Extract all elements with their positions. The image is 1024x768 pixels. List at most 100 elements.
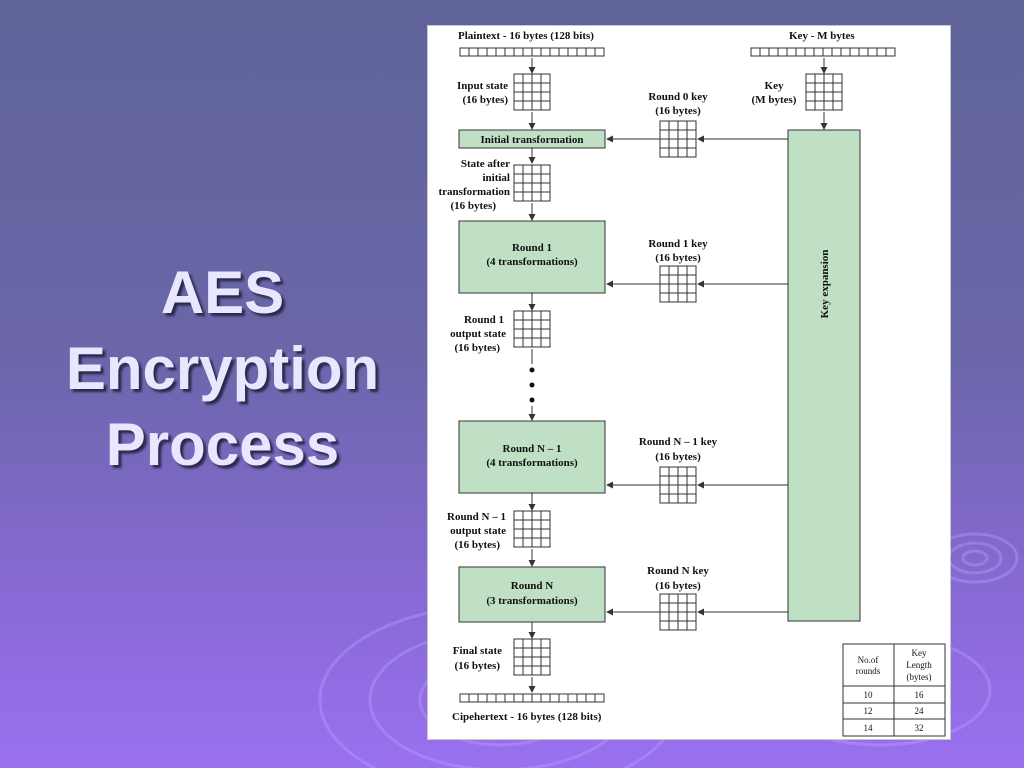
- state-byte-cell: [677, 274, 688, 285]
- state-byte-cell: [522, 191, 533, 202]
- state-byte-cell: [823, 73, 834, 84]
- key-expansion-label: Key expansion: [819, 250, 831, 319]
- state-byte-cell: [531, 528, 542, 539]
- state-byte-cell: [686, 292, 697, 303]
- plaintext-label: Plaintext - 16 bytes (128 bits): [458, 30, 594, 42]
- state-byte-cell: [513, 173, 524, 184]
- roundN-desc: (3 transformations): [486, 595, 578, 607]
- state-byte-cell: [513, 82, 524, 93]
- state-byte-cell: [659, 620, 670, 631]
- roundN1-desc: (4 transformations): [486, 457, 578, 469]
- byte-cell: [477, 47, 488, 57]
- state-byte-cell: [531, 91, 542, 102]
- state-byte-cell: [668, 129, 679, 140]
- key-expansion-box: [787, 129, 861, 622]
- state-after-initial-label: State after: [461, 158, 510, 170]
- state-byte-cell: [686, 138, 697, 149]
- state-byte-cell: [832, 91, 843, 102]
- state-byte-cell: [659, 283, 670, 294]
- state-byte-cell: [531, 191, 542, 202]
- state-byte-cell: [540, 328, 551, 339]
- state-byte-cell: [668, 274, 679, 285]
- state-byte-cell: [659, 138, 670, 149]
- byte-cell: [540, 693, 551, 703]
- input-state-grid: [513, 73, 551, 111]
- byte-cell: [504, 47, 515, 57]
- state-byte-cell: [677, 602, 688, 613]
- state-byte-cell: [540, 310, 551, 321]
- state-byte-cell: [522, 73, 533, 84]
- state-byte-cell: [531, 73, 542, 84]
- state-byte-cell: [686, 466, 697, 477]
- byte-cell: [558, 693, 569, 703]
- state-byte-cell: [668, 147, 679, 158]
- byte-cell: [831, 47, 842, 57]
- byte-cell: [549, 47, 560, 57]
- key-grid: [805, 73, 843, 111]
- state-byte-cell: [540, 91, 551, 102]
- title-line: Encryption: [65, 335, 380, 402]
- state-byte-cell: [540, 82, 551, 93]
- state-byte-cell: [531, 638, 542, 649]
- state-byte-cell: [540, 537, 551, 548]
- byte-cell: [531, 693, 542, 703]
- state-byte-cell: [677, 593, 688, 604]
- state-byte-cell: [659, 120, 670, 131]
- state-byte-cell: [522, 638, 533, 649]
- state-byte-cell: [677, 484, 688, 495]
- aes-diagram: Plaintext - 16 bytes (128 bits) Key - M …: [427, 25, 951, 740]
- roundN1-output-label: Round N – 1: [447, 511, 506, 523]
- byte-cell: [468, 693, 479, 703]
- state-byte-cell: [522, 164, 533, 175]
- state-byte-cell: [531, 537, 542, 548]
- ellipsis-dot: [529, 382, 535, 388]
- byte-cell: [876, 47, 887, 57]
- round0-key-size: (16 bytes): [655, 105, 701, 117]
- byte-cell: [522, 47, 533, 57]
- state-byte-cell: [659, 475, 670, 486]
- table-cell: 14: [864, 723, 874, 733]
- key-bytes: [750, 47, 896, 57]
- round0-key-label: Round 0 key: [648, 91, 708, 103]
- state-byte-cell: [513, 310, 524, 321]
- state-byte-cell: [540, 191, 551, 202]
- state-byte-cell: [686, 129, 697, 140]
- state-byte-cell: [522, 337, 533, 348]
- byte-cell: [768, 47, 779, 57]
- byte-cell: [513, 693, 524, 703]
- state-byte-cell: [522, 656, 533, 667]
- state-byte-cell: [513, 638, 524, 649]
- ciphertext-bytes: [459, 693, 605, 703]
- state-byte-cell: [540, 100, 551, 111]
- byte-cell: [795, 47, 806, 57]
- state-byte-cell: [540, 73, 551, 84]
- key-small-label: Key: [765, 80, 784, 92]
- state-byte-cell: [805, 73, 816, 84]
- roundN1-output-label-2: output state: [450, 525, 506, 537]
- state-byte-cell: [805, 100, 816, 111]
- state-byte-cell: [686, 147, 697, 158]
- roundN-key-size: (16 bytes): [655, 580, 701, 592]
- byte-cell: [804, 47, 815, 57]
- state-byte-cell: [513, 73, 524, 84]
- key-length-table: No.of rounds Key Length (bytes) 10 16 12…: [842, 643, 946, 737]
- state-byte-cell: [686, 120, 697, 131]
- state-byte-cell: [522, 319, 533, 330]
- state-byte-cell: [531, 100, 542, 111]
- round1-output-grid: [513, 310, 551, 348]
- input-state-label: Input state: [457, 80, 508, 92]
- state-byte-cell: [668, 265, 679, 276]
- state-after-initial-label-2: initial: [482, 172, 510, 184]
- roundN1-box: [458, 420, 606, 494]
- state-byte-cell: [531, 182, 542, 193]
- state-byte-cell: [686, 283, 697, 294]
- byte-cell: [786, 47, 797, 57]
- byte-cell: [777, 47, 788, 57]
- round1-key-grid: [659, 265, 697, 303]
- state-byte-cell: [686, 274, 697, 285]
- state-byte-cell: [686, 620, 697, 631]
- state-byte-cell: [540, 319, 551, 330]
- roundN-box: [458, 566, 606, 623]
- final-state-label: Final state: [453, 645, 502, 657]
- state-byte-cell: [668, 292, 679, 303]
